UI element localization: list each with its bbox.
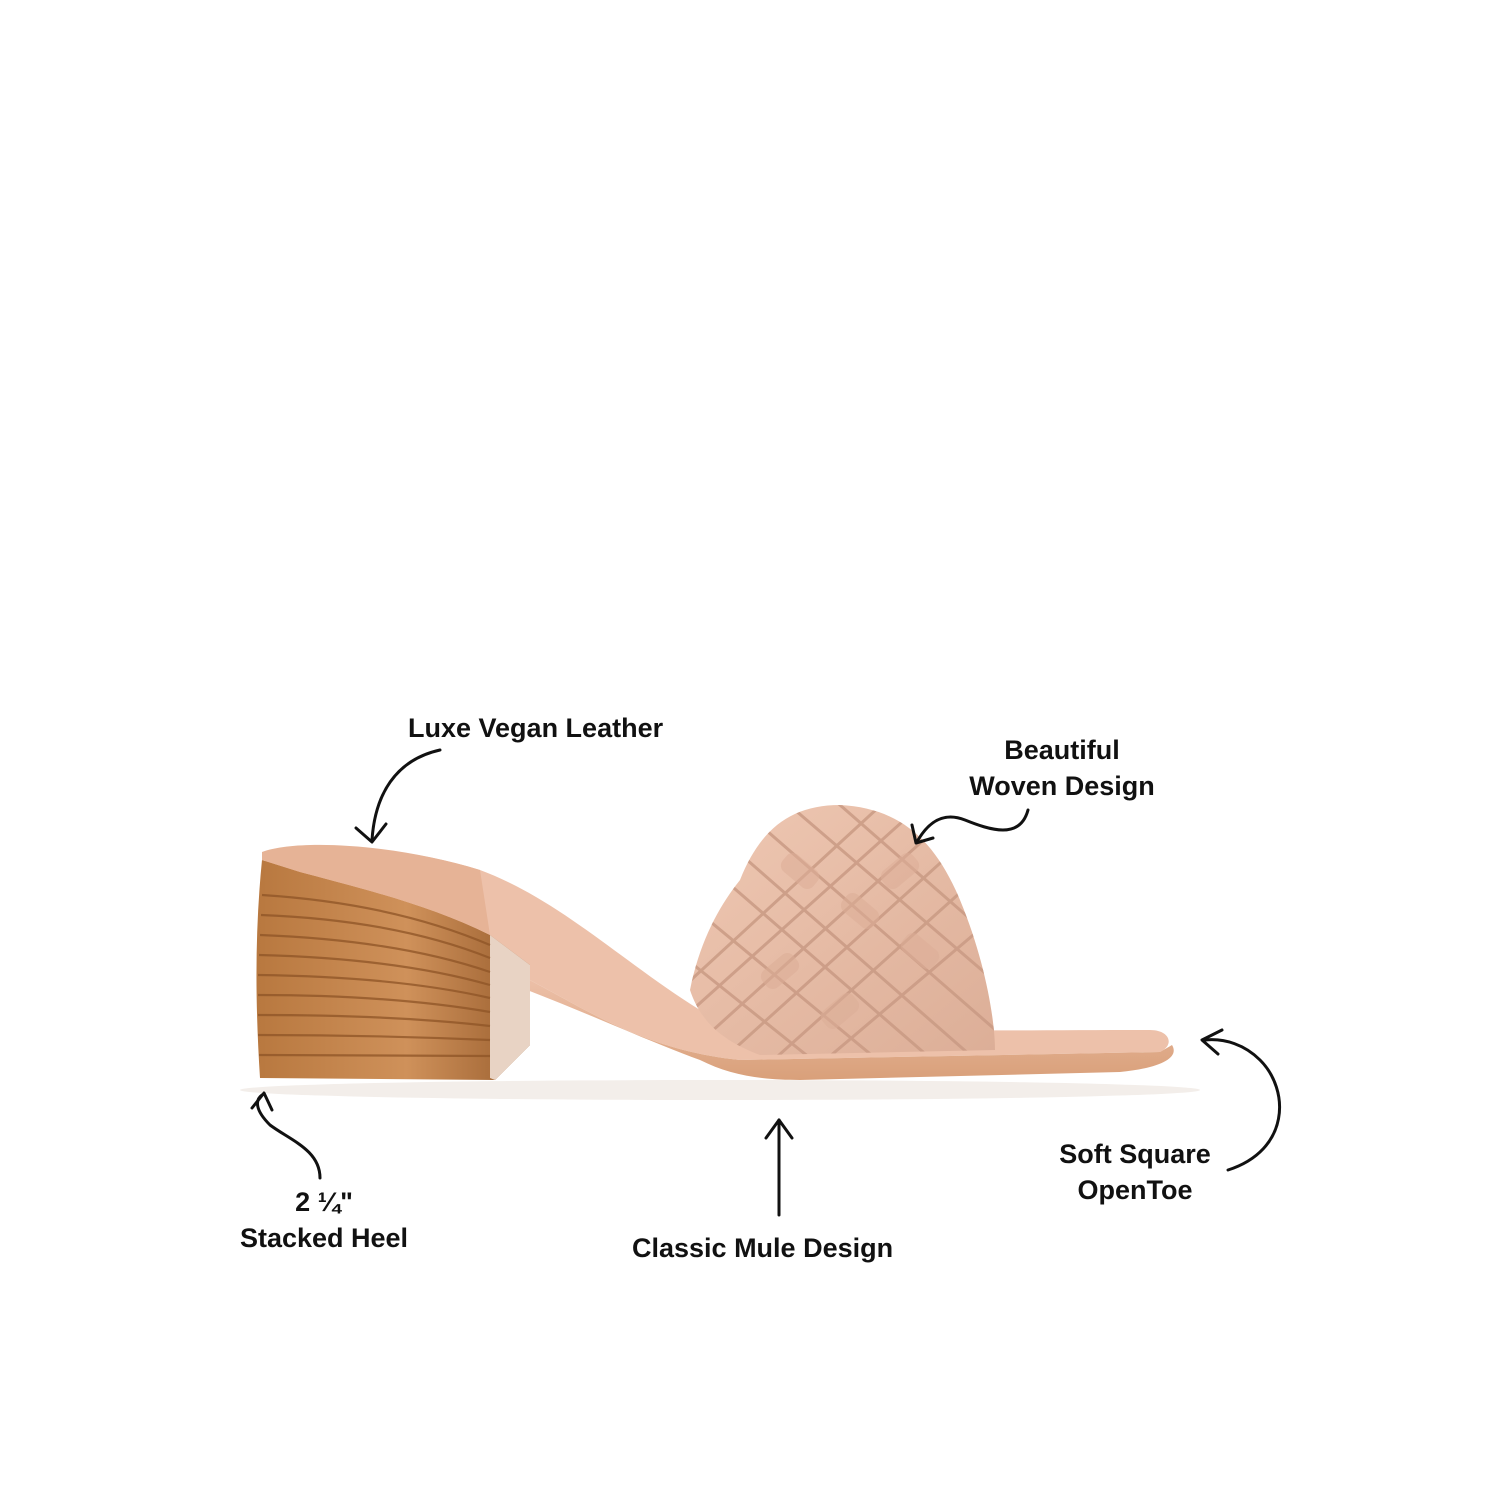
label-heel-line2: Stacked Heel (239, 1223, 409, 1253)
label-mule-design: Classic Mule Design (632, 1230, 893, 1266)
label-stacked-heel: 2 ¼" Stacked Heel (226, 1184, 422, 1256)
ground-shadow (240, 1080, 1200, 1100)
label-heel-line1: 2 ¼" (295, 1187, 353, 1217)
label-toe-line2: OpenToe (1077, 1175, 1193, 1205)
label-open-toe: Soft Square OpenToe (1048, 1136, 1222, 1208)
curved-arrow-icon (250, 1091, 322, 1180)
label-toe-line1: Soft Square (1059, 1139, 1211, 1169)
label-vegan-leather-text: Luxe Vegan Leather (408, 713, 664, 743)
insole (265, 846, 1169, 1060)
label-vegan-leather: Luxe Vegan Leather (408, 710, 663, 746)
stacked-heel (256, 860, 530, 1080)
curved-arrow-icon (910, 808, 1030, 845)
label-mule-text: Classic Mule Design (632, 1233, 894, 1263)
label-woven-design: Beautiful Woven Design (958, 732, 1166, 804)
sole (485, 975, 1174, 1080)
heel-front-face (490, 935, 530, 1080)
label-woven-line1: Beautiful (1004, 735, 1120, 765)
straight-arrow-icon (764, 1118, 794, 1217)
heel-top-rim (262, 844, 490, 935)
label-woven-line2: Woven Design (969, 771, 1155, 801)
curved-arrow-icon (1200, 1028, 1281, 1172)
curved-arrow-icon (354, 748, 442, 844)
heel-stack-lines (257, 893, 491, 1058)
